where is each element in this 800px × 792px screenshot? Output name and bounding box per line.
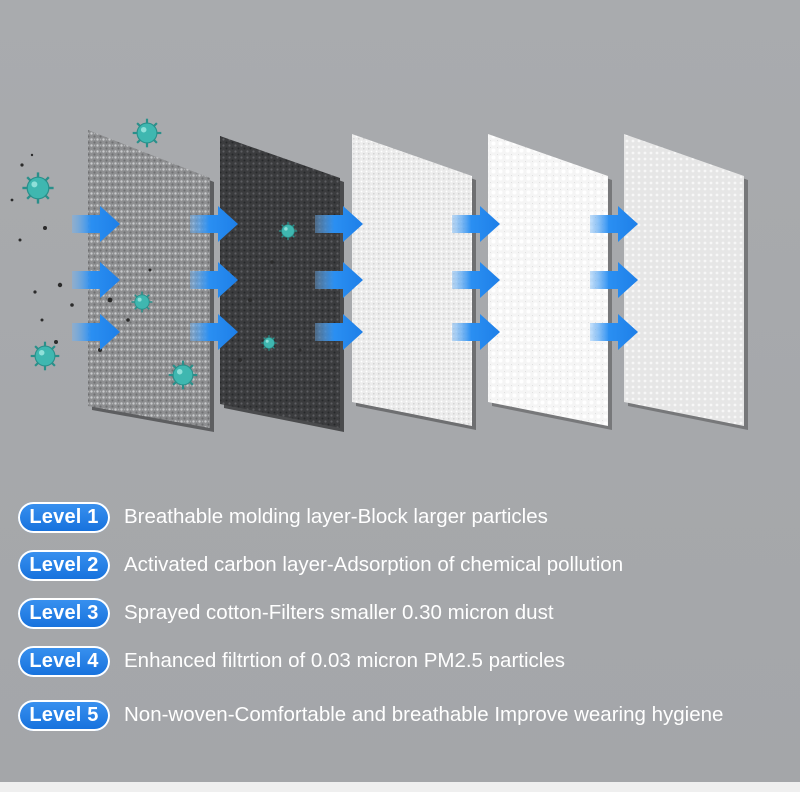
level-badge-1: Level 1 bbox=[18, 501, 110, 533]
level-description-3: Sprayed cotton-Filters smaller 0.30 micr… bbox=[124, 601, 554, 624]
level-row-4: Level 4 Enhanced filtrtion of 0.03 micro… bbox=[18, 644, 565, 678]
filter-layer-1 bbox=[88, 130, 214, 432]
filter-layer-5 bbox=[624, 134, 748, 430]
level-badge-5: Level 5 bbox=[18, 699, 110, 731]
level-description-1: Breathable molding layer-Block larger pa… bbox=[124, 505, 548, 528]
level-badge-2: Level 2 bbox=[18, 549, 110, 581]
level-description-5: Non-woven-Comfortable and breathable Imp… bbox=[124, 703, 724, 726]
level-badge-4: Level 4 bbox=[18, 645, 110, 677]
filter-layer-2 bbox=[220, 136, 344, 432]
level-row-2: Level 2 Activated carbon layer-Adsorptio… bbox=[18, 548, 623, 582]
filter-layer-3 bbox=[352, 134, 476, 430]
level-row-3: Level 3 Sprayed cotton-Filters smaller 0… bbox=[18, 596, 554, 630]
bottom-strip bbox=[0, 782, 800, 792]
level-row-1: Level 1 Breathable molding layer-Block l… bbox=[18, 500, 548, 534]
filter-layers-illustration bbox=[10, 117, 748, 432]
level-row-5: Level 5 Non-woven-Comfortable and breath… bbox=[18, 698, 723, 732]
level-description-2: Activated carbon layer-Adsorption of che… bbox=[124, 553, 624, 576]
dust-particles bbox=[10, 153, 302, 362]
level-description-4: Enhanced filtrtion of 0.03 micron PM2.5 … bbox=[124, 649, 565, 672]
filter-layer-4 bbox=[488, 134, 612, 430]
level-badge-3: Level 3 bbox=[18, 597, 110, 629]
